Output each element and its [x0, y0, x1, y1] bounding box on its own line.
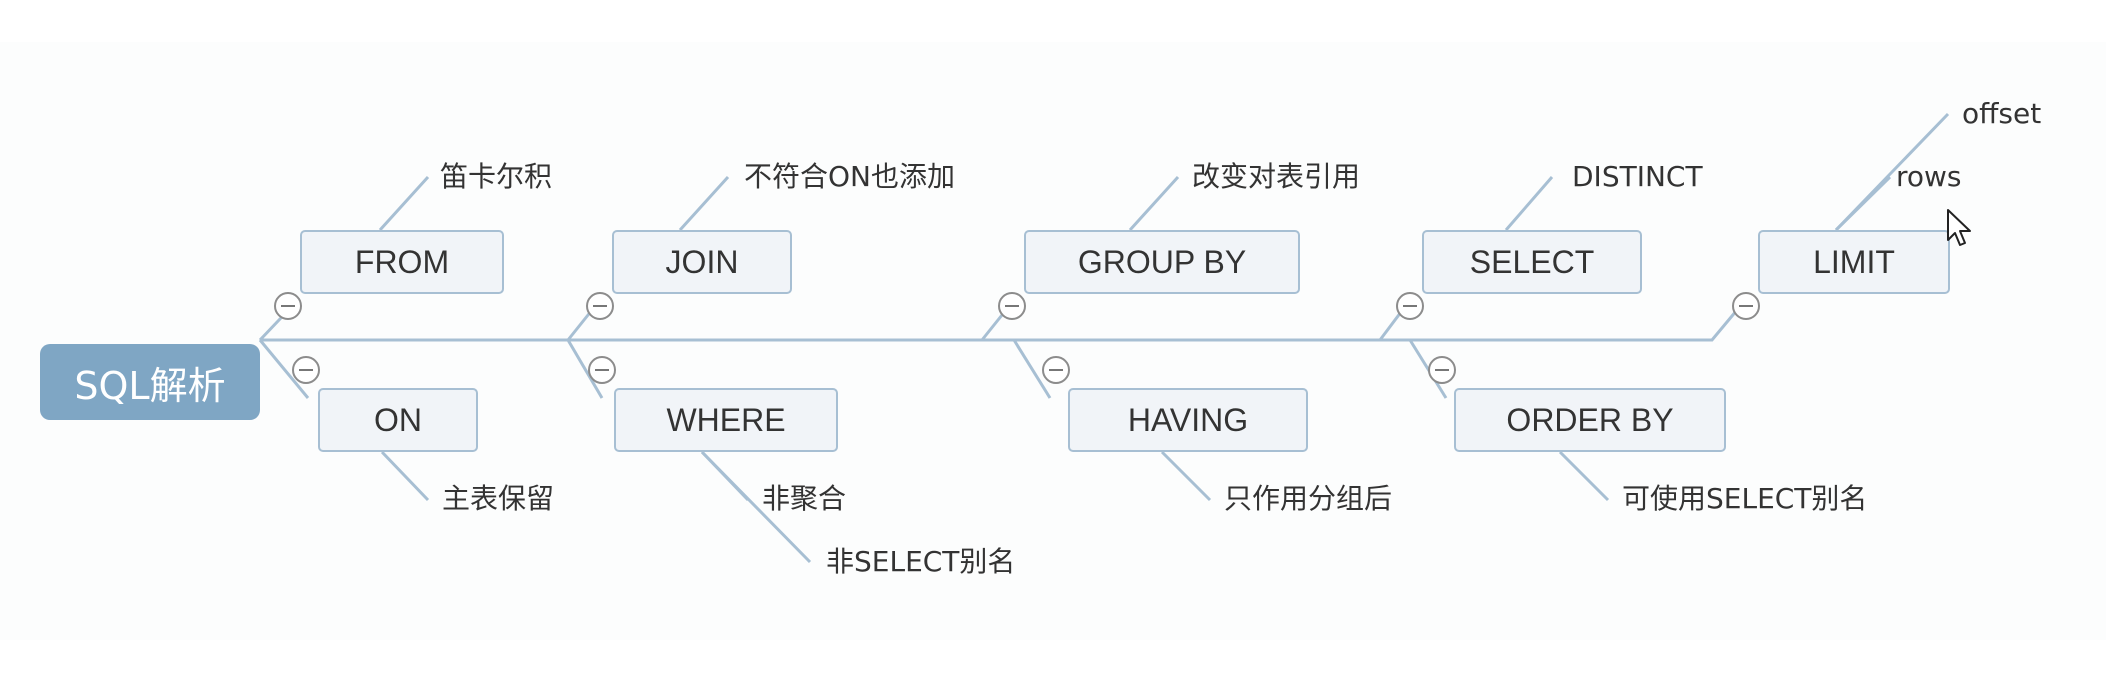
connector-limit-note-rows [1834, 175, 1892, 232]
collapse-minus-icon[interactable] [274, 292, 302, 320]
topic-having[interactable]: HAVING [1068, 388, 1308, 452]
spine-line [260, 303, 1744, 342]
mindmap-canvas: SQL解析 FROM 笛卡尔积 ON 主表保留 JOIN 不符合ON也添加 WH… [0, 42, 2106, 640]
collapse-minus-icon[interactable] [1428, 356, 1456, 384]
connector-having [1012, 339, 1052, 399]
note-limit-offset[interactable]: offset [1962, 97, 2042, 130]
note-select[interactable]: DISTINCT [1572, 160, 1703, 193]
mouse-pointer-icon [1947, 209, 1971, 246]
collapse-minus-icon[interactable] [998, 292, 1026, 320]
connector-having-note [1160, 450, 1212, 502]
note-order-by[interactable]: 可使用SELECT别名 [1622, 482, 1868, 515]
connector-group-by-note [1128, 175, 1180, 232]
connector-where-note-2 [700, 450, 812, 564]
topic-on[interactable]: ON [318, 388, 478, 452]
topic-join[interactable]: JOIN [612, 230, 792, 294]
topic-from[interactable]: FROM [300, 230, 504, 294]
note-limit-rows[interactable]: rows [1896, 160, 1962, 193]
collapse-minus-icon[interactable] [1732, 292, 1760, 320]
collapse-minus-icon[interactable] [292, 356, 320, 384]
topic-select[interactable]: SELECT [1422, 230, 1642, 294]
collapse-minus-icon[interactable] [1042, 356, 1070, 384]
topic-group-by[interactable]: GROUP BY [1024, 230, 1300, 294]
topic-where[interactable]: WHERE [614, 388, 838, 452]
connector-from-note [378, 175, 430, 232]
connector-join-note [678, 175, 730, 232]
root-topic-sql[interactable]: SQL解析 [40, 344, 260, 420]
note-group-by[interactable]: 改变对表引用 [1192, 160, 1361, 193]
connector-lines [258, 112, 1950, 564]
note-having[interactable]: 只作用分组后 [1224, 482, 1393, 515]
connector-on [258, 339, 310, 399]
connector-select-note [1504, 176, 1554, 231]
collapse-minus-icon[interactable] [586, 292, 614, 320]
note-on[interactable]: 主表保留 [442, 482, 555, 515]
note-where-1[interactable]: 非聚合 [762, 482, 847, 515]
collapse-minus-icon[interactable] [588, 356, 616, 384]
topic-limit[interactable]: LIMIT [1758, 230, 1950, 294]
note-from[interactable]: 笛卡尔积 [440, 160, 553, 193]
topic-order-by[interactable]: ORDER BY [1454, 388, 1726, 452]
note-where-2[interactable]: 非SELECT别名 [826, 545, 1016, 578]
connector-where [566, 339, 604, 399]
connector-order-by-note [1558, 450, 1610, 502]
note-join[interactable]: 不符合ON也添加 [744, 160, 955, 193]
connector-on-note [380, 450, 430, 502]
collapse-minus-icon[interactable] [1396, 292, 1424, 320]
